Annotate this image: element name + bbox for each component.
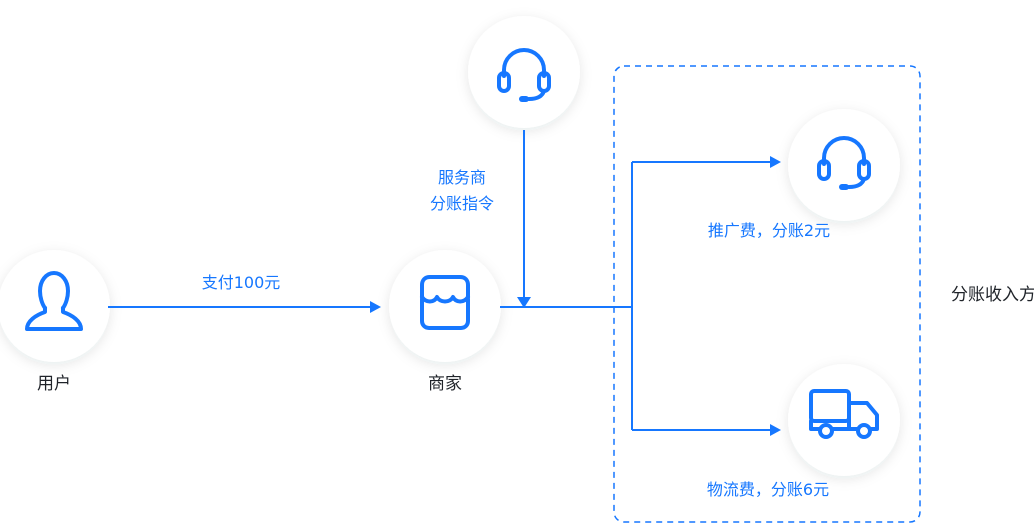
promotion-fee-label: 推广费，分账2元 — [708, 221, 830, 240]
merchant-label: 商家 — [428, 374, 462, 394]
service-provider-node — [468, 16, 580, 128]
truck-icon — [809, 389, 879, 439]
headset-icon — [497, 48, 551, 102]
merchant-node — [389, 250, 501, 362]
provider-instruction-arrowhead — [517, 297, 531, 308]
provider-instruction-label-line1: 服务商 — [438, 168, 486, 187]
user-icon — [25, 271, 83, 331]
payment-label: 支付100元 — [202, 273, 281, 292]
logistics-fee-label: 物流费，分账6元 — [707, 480, 829, 499]
headset-icon — [817, 136, 871, 190]
receivers-group-box — [613, 65, 921, 523]
promotion-arrowhead — [770, 156, 781, 168]
promoter-node — [788, 109, 900, 221]
logistics-node — [788, 364, 900, 476]
user-node — [0, 250, 110, 362]
receivers-group-label: 分账收入方 — [951, 285, 1034, 305]
user-label: 用户 — [37, 374, 71, 394]
provider-instruction-label-line2: 分账指令 — [430, 194, 494, 213]
store-icon — [420, 275, 470, 330]
logistics-arrowhead — [770, 424, 781, 436]
payment-arrowhead — [370, 301, 381, 313]
